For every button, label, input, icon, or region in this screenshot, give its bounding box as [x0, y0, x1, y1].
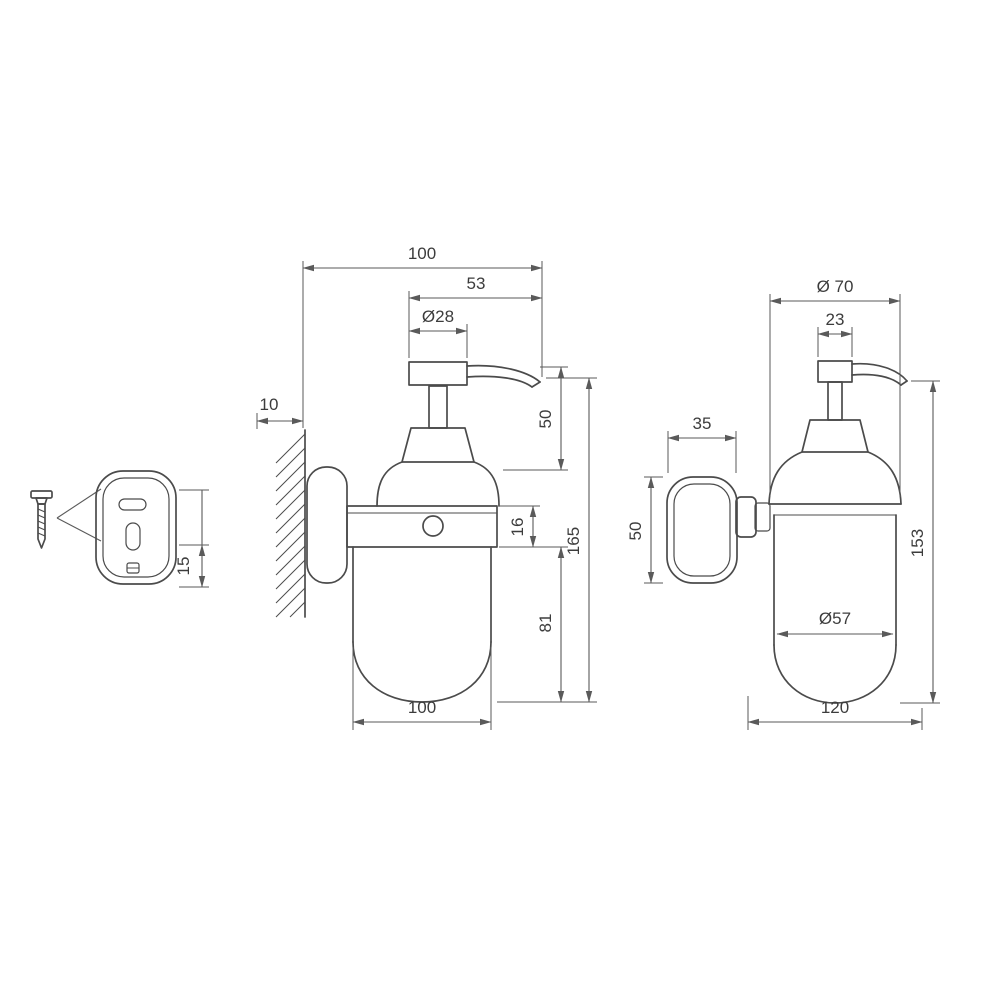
- dim-side-holder-thickness: 16: [499, 505, 568, 548]
- dim-side-pump-diameter: Ø28: [408, 307, 468, 358]
- mounting-screw-drawing: [30, 490, 53, 549]
- dim-mount-tab-height: 15: [174, 489, 209, 588]
- dim-front-pump-width: 23: [817, 310, 853, 357]
- dim-label-side-pump-diameter: Ø28: [422, 307, 454, 326]
- dim-label-front-plate-width: 35: [693, 414, 712, 433]
- dim-side-overall-height: 165: [497, 377, 597, 703]
- dim-front-ring-diameter: Ø 70: [769, 277, 901, 497]
- dim-side-container-height: 81: [536, 546, 565, 703]
- dim-label-side-overall-depth: 100: [408, 244, 436, 263]
- screw-leader-lines: [56, 488, 102, 542]
- dim-front-overall-width: 120: [747, 696, 923, 730]
- dim-label-front-pump-width: 23: [826, 310, 845, 329]
- dim-front-container-diameter: Ø57: [776, 609, 894, 638]
- dim-label-side-pump-height: 50: [536, 410, 555, 429]
- wall-plate-front-drawing: [95, 470, 177, 585]
- dim-label-tab-height: 15: [174, 557, 193, 576]
- dim-front-plate-height: 50: [626, 476, 663, 584]
- dim-label-front-container-diameter: Ø57: [819, 609, 851, 628]
- dim-label-front-ring-diameter: Ø 70: [817, 277, 854, 296]
- dim-side-base-depth: 100: [352, 647, 492, 730]
- dim-side-overall-depth: 100: [302, 244, 543, 428]
- dim-front-overall-height: 153: [900, 380, 940, 704]
- dim-front-plate-width: 35: [667, 414, 737, 473]
- dim-side-pump-height: 50: [503, 366, 568, 471]
- side-view-dispenser-drawing: [306, 361, 541, 703]
- dim-label-front-overall-height: 153: [908, 529, 927, 557]
- dim-side-wall-offset: 10: [256, 395, 304, 429]
- dim-side-spout-reach: 53: [408, 274, 543, 358]
- front-view-dispenser-drawing: [666, 360, 908, 704]
- dim-label-front-overall-width: 120: [821, 698, 849, 717]
- dim-label-side-wall-offset: 10: [260, 395, 279, 414]
- dim-label-side-base-depth: 100: [408, 698, 436, 717]
- dim-label-side-spout-reach: 53: [467, 274, 486, 293]
- side-view-wall-hatch: [275, 429, 306, 618]
- dim-label-side-overall-height: 165: [564, 527, 583, 555]
- dim-label-side-container-height: 81: [536, 614, 555, 633]
- dim-label-front-plate-height: 50: [626, 522, 645, 541]
- dim-label-side-holder-thickness: 16: [508, 518, 527, 537]
